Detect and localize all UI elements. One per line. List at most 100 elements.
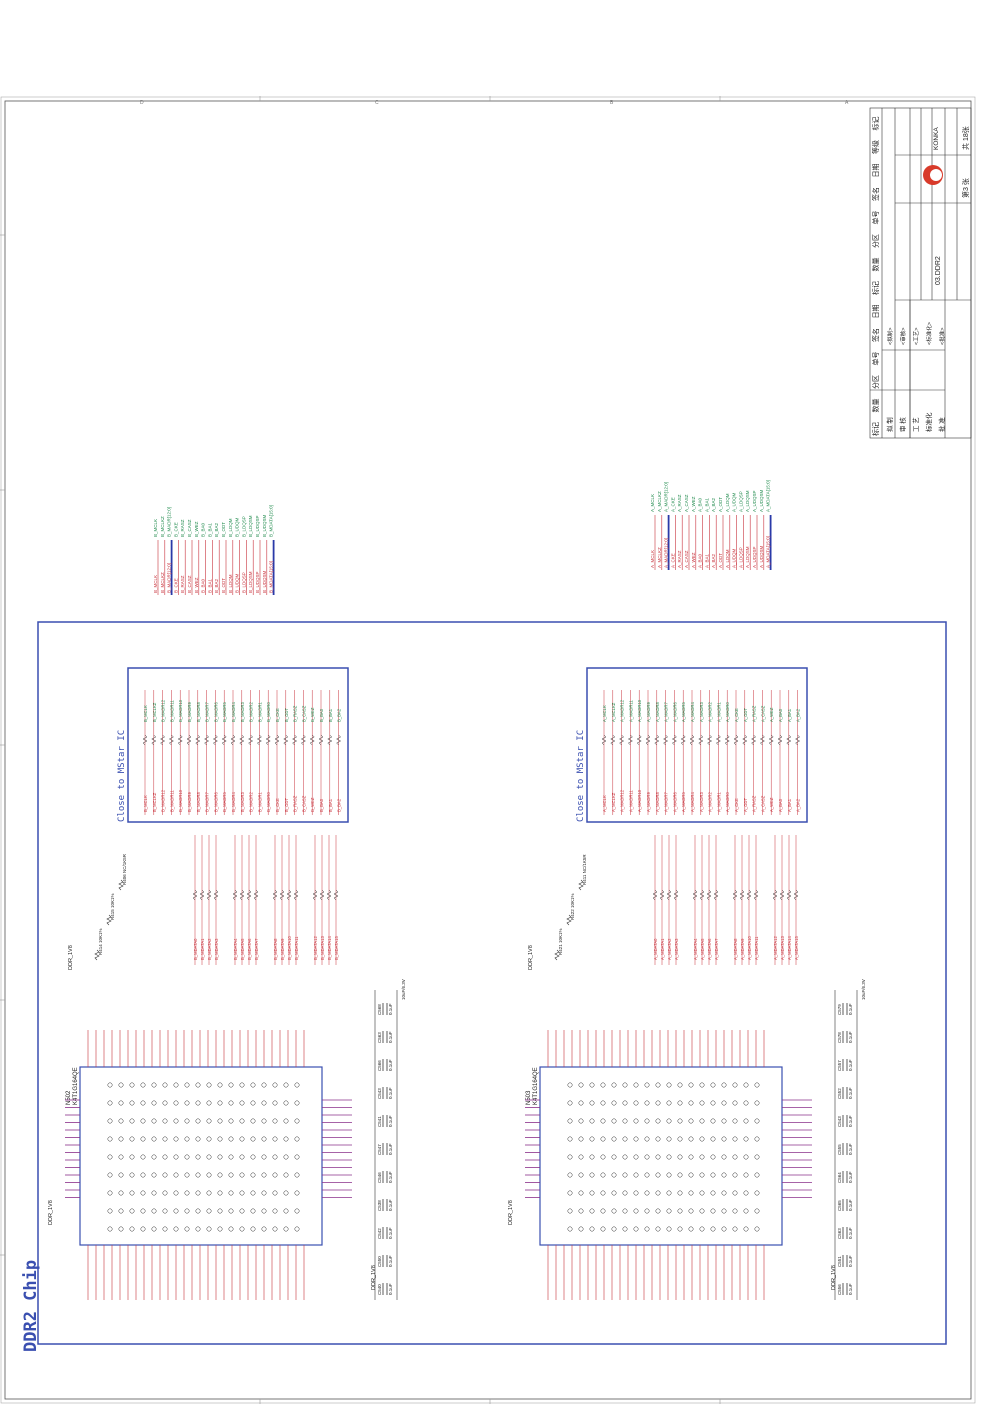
- ball-pad: [206, 1082, 212, 1088]
- mstar-net-in: A_BA2: [796, 798, 801, 812]
- cap-value: 0.1uF: [848, 1031, 853, 1043]
- data-resistor: [739, 889, 745, 901]
- ball-pad: [118, 1226, 124, 1232]
- mstar-net-in: A_CKE: [734, 798, 739, 812]
- chip-ref-b: N502: [66, 1090, 72, 1105]
- series-resistor: [751, 734, 757, 746]
- ball-pad: [118, 1136, 124, 1142]
- data-resistor: [272, 889, 278, 901]
- mstar-net-out: A_MADR10: [637, 699, 642, 722]
- cap-value: 0.1uF: [848, 1087, 853, 1099]
- data-resistor: [293, 889, 299, 901]
- ball-pad: [228, 1172, 234, 1178]
- ball-pad: [677, 1172, 683, 1178]
- ball-pad: [217, 1190, 223, 1196]
- top-net-label-green: B_WEZ: [194, 521, 199, 537]
- cap-value: 0.1uF: [388, 1199, 393, 1211]
- ball-pad: [217, 1208, 223, 1214]
- data-net-label: A_MDATA6: [707, 938, 712, 960]
- ball-pad: [151, 1100, 157, 1106]
- top-net-label-green: A_BA2: [711, 497, 716, 512]
- mstar-net-out: B_BA0: [319, 708, 324, 722]
- cap-value: 0.1uF: [388, 1283, 393, 1295]
- ball-pad: [589, 1226, 595, 1232]
- ball-pad: [622, 1226, 628, 1232]
- ball-pad: [140, 1136, 146, 1142]
- ball-pad: [578, 1082, 584, 1088]
- top-net-label: B_UDQSP: [255, 571, 260, 593]
- data-resistor: [333, 889, 339, 901]
- ball-pad: [151, 1190, 157, 1196]
- cap-ref: C563: [837, 1228, 842, 1239]
- ball-pad: [261, 1118, 267, 1124]
- mstar-net-out: B_MADR11: [169, 700, 174, 722]
- ball-pad: [644, 1208, 650, 1214]
- ball-pad: [666, 1082, 672, 1088]
- mstar-label-a: Close to MStar IC: [576, 730, 586, 822]
- ball-pad: [140, 1208, 146, 1214]
- top-net-label-green: A_LDQM: [725, 493, 730, 512]
- mstar-net-out: B_MCLK: [143, 705, 148, 722]
- cap-value: 0.1uF: [848, 1255, 853, 1267]
- data-net-label: A_MDATA13: [780, 936, 785, 960]
- mstar-net-in: B_CKE: [275, 798, 280, 812]
- top-net-label: A_UDQSP: [752, 546, 757, 568]
- ball-pad: [162, 1154, 168, 1160]
- ball-pad: [250, 1226, 256, 1232]
- mstar-net-out: B_MADR8: [196, 702, 201, 722]
- series-resistor: [786, 734, 792, 746]
- cap-ref: C566: [377, 1060, 382, 1071]
- ball-pad: [217, 1118, 223, 1124]
- mstar-net-out: B_ODT: [284, 708, 289, 722]
- ball-pad: [206, 1136, 212, 1142]
- mstar-net-in: A_BA0: [778, 798, 783, 812]
- series-resistor: [168, 734, 174, 746]
- series-resistor: [230, 734, 236, 746]
- data-resistor: [753, 889, 759, 901]
- ball-pad: [184, 1118, 190, 1124]
- top-net-label-green: A_UDQSP: [752, 490, 757, 512]
- mstar-net-out: B_MADR9: [187, 702, 192, 722]
- data-net-label: B_MDATA12: [313, 936, 318, 960]
- top-net-label: A_CKE: [670, 553, 675, 568]
- top-net-label: B_ODT: [221, 578, 226, 593]
- ball-pad: [655, 1118, 661, 1124]
- series-resistor: [283, 734, 289, 746]
- ball-pad: [140, 1190, 146, 1196]
- ball-pad: [261, 1208, 267, 1214]
- ball-pad: [567, 1172, 573, 1178]
- cap-value: 0.1uF: [388, 1059, 393, 1071]
- ball-pad: [633, 1190, 639, 1196]
- ball-pad: [228, 1226, 234, 1232]
- ball-pad: [107, 1190, 113, 1196]
- ball-pad: [118, 1082, 124, 1088]
- data-resistor: [673, 889, 679, 901]
- data-resistor: [213, 889, 219, 901]
- ball-pad: [600, 1118, 606, 1124]
- mstar-net-out: B_WEZ: [310, 707, 315, 722]
- series-resistor: [327, 734, 333, 746]
- data-net-label: A_MDATA15: [794, 936, 799, 960]
- ball-pad: [677, 1118, 683, 1124]
- data-net-label: B_MDATA11: [294, 936, 299, 960]
- mstar-net-in: A_MADR4: [690, 792, 695, 812]
- ball-pad: [151, 1208, 157, 1214]
- ball-pad: [611, 1118, 617, 1124]
- cap-ref: C578: [837, 1032, 842, 1043]
- ball-pad: [129, 1226, 135, 1232]
- title-block-header: 签名: [871, 328, 880, 342]
- ball-pad: [250, 1154, 256, 1160]
- data-net-label: B_MDATA5: [240, 938, 245, 960]
- ball-pad: [151, 1136, 157, 1142]
- ball-pad: [228, 1136, 234, 1142]
- mstar-net-in: B_RASZ: [293, 795, 298, 812]
- ball-pad: [272, 1208, 278, 1214]
- mstar-net-in: B_MADR0: [266, 792, 271, 812]
- series-resistor: [619, 734, 625, 746]
- ball-pad: [173, 1100, 179, 1106]
- ball-pad: [732, 1226, 738, 1232]
- ball-pad: [239, 1082, 245, 1088]
- title-block-header: 分区: [871, 375, 880, 389]
- mstar-net-in: A_MADR9: [646, 792, 651, 812]
- ball-pad: [228, 1082, 234, 1088]
